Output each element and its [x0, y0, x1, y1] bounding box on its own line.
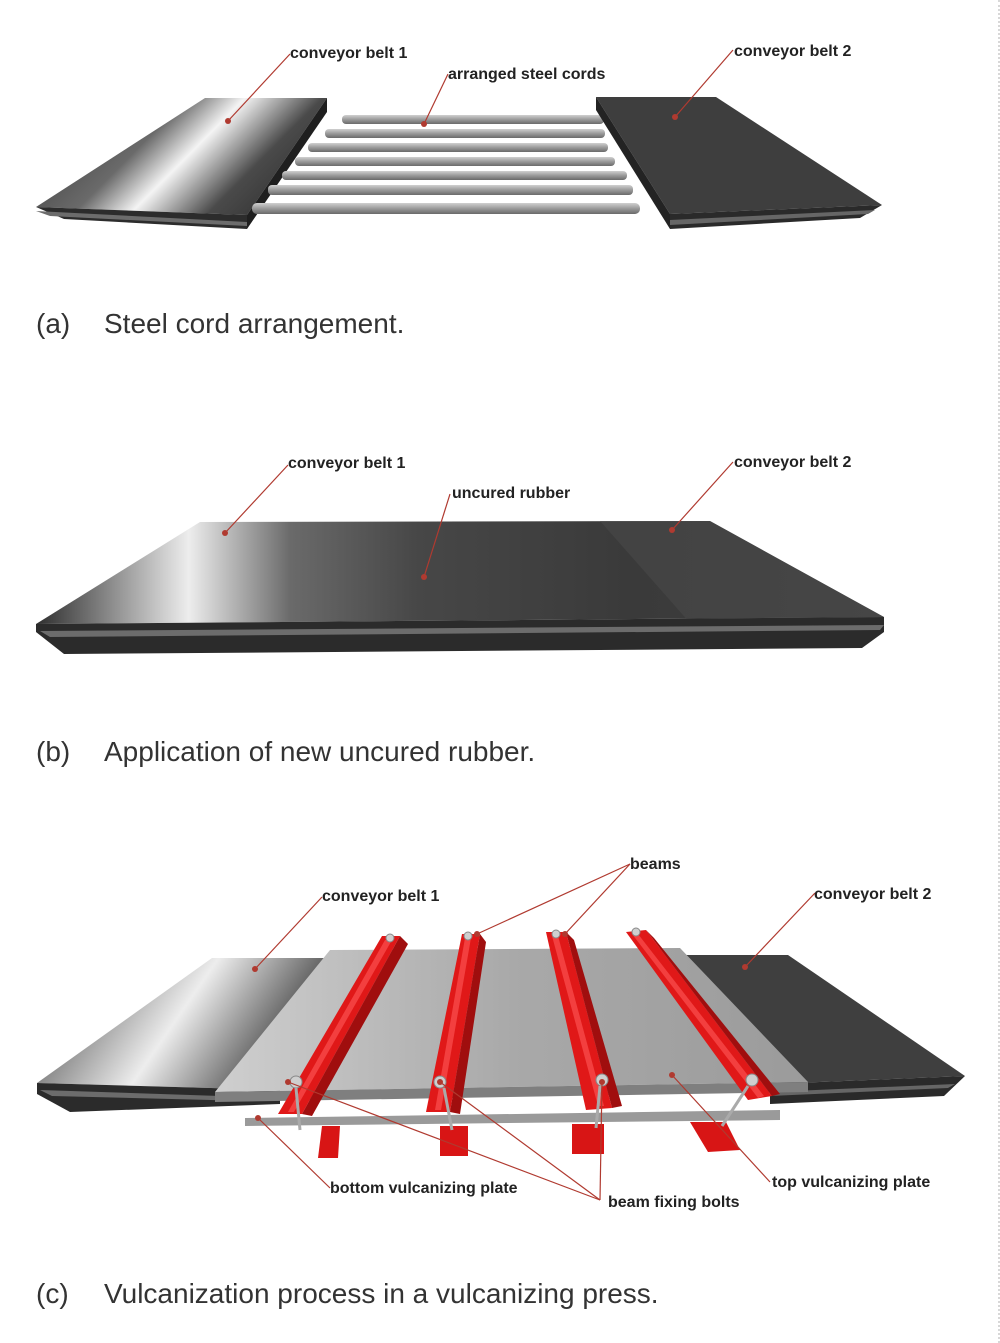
panel-b-illustration: [36, 461, 884, 654]
panel-b-leader-dots: [222, 527, 675, 580]
bolt-icon: [720, 1073, 759, 1127]
label-beams: beams: [630, 856, 681, 873]
beam-3: [546, 932, 622, 1110]
bolt-icon: [289, 1075, 303, 1131]
label-bottom-vulcanizing-plate: bottom vulcanizing plate: [330, 1180, 518, 1197]
caption-b: (b) Application of new uncured rubber.: [36, 736, 535, 768]
caption-a-text: Steel cord arrangement.: [104, 308, 405, 339]
label-beam-fixing-bolts: beam fixing bolts: [608, 1194, 740, 1211]
conveyor-belt-2: [596, 97, 882, 229]
caption-b-tag: (b): [36, 736, 71, 767]
beam-fixing-bolts: [289, 927, 759, 1131]
label-conveyor-belt-2: conveyor belt 2: [734, 43, 852, 60]
panel-a-leader-dots: [225, 114, 678, 127]
arranged-steel-cords: [252, 115, 640, 214]
panel-a-leader-lines: [227, 49, 734, 125]
bottom-vulcanizing-plate: [245, 1110, 780, 1126]
label-conveyor-belt-1: conveyor belt 1: [322, 888, 440, 905]
bolt-icon: [385, 933, 395, 943]
beam-2: [426, 934, 486, 1114]
label-arranged-steel-cords: arranged steel cords: [448, 66, 606, 83]
panel-a-illustration: [36, 49, 882, 229]
panel-b-leader-lines: [224, 461, 734, 578]
panel-b-uncured-rubber: conveyor belt 1 uncured rubber conveyor …: [0, 420, 1000, 790]
panel-a-steel-cord-arrangement: conveyor belt 1 arranged steel cords con…: [0, 0, 1000, 360]
panel-c-leader-dots: [252, 931, 748, 1121]
label-top-vulcanizing-plate: top vulcanizing plate: [772, 1174, 931, 1191]
caption-b-text: Application of new uncured rubber.: [104, 736, 536, 767]
caption-a-tag: (a): [36, 308, 71, 339]
beam-1: [278, 936, 408, 1116]
bolt-icon: [463, 931, 473, 941]
label-conveyor-belt-1: conveyor belt 1: [290, 45, 408, 62]
label-conveyor-belt-2: conveyor belt 2: [734, 454, 852, 471]
lower-beams: [318, 1122, 740, 1158]
caption-c: (c) Vulcanization process in a vulcanizin…: [36, 1278, 659, 1310]
label-conveyor-belt-1: conveyor belt 1: [288, 455, 406, 472]
caption-c-text: Vulcanization process in a vulcanizing p…: [104, 1278, 659, 1309]
beams: [278, 930, 780, 1116]
beam-4: [626, 930, 780, 1100]
page-edge-dotted-border: [996, 0, 1000, 1343]
bolt-icon: [551, 929, 561, 939]
caption-c-tag: (c): [36, 1278, 69, 1309]
label-uncured-rubber: uncured rubber: [452, 485, 571, 502]
bolt-icon: [631, 927, 641, 937]
caption-a: (a) Steel cord arrangement.: [36, 308, 404, 340]
panel-c-vulcanizing-press: beams conveyor belt 1 conveyor belt 2 bo…: [0, 840, 1000, 1330]
conveyor-belt-1: [36, 98, 327, 229]
label-conveyor-belt-2: conveyor belt 2: [814, 886, 932, 903]
panel-c-leader-lines: [254, 863, 816, 1201]
belt-with-uncured-rubber: [36, 521, 884, 654]
panel-c-illustration: [37, 863, 965, 1201]
